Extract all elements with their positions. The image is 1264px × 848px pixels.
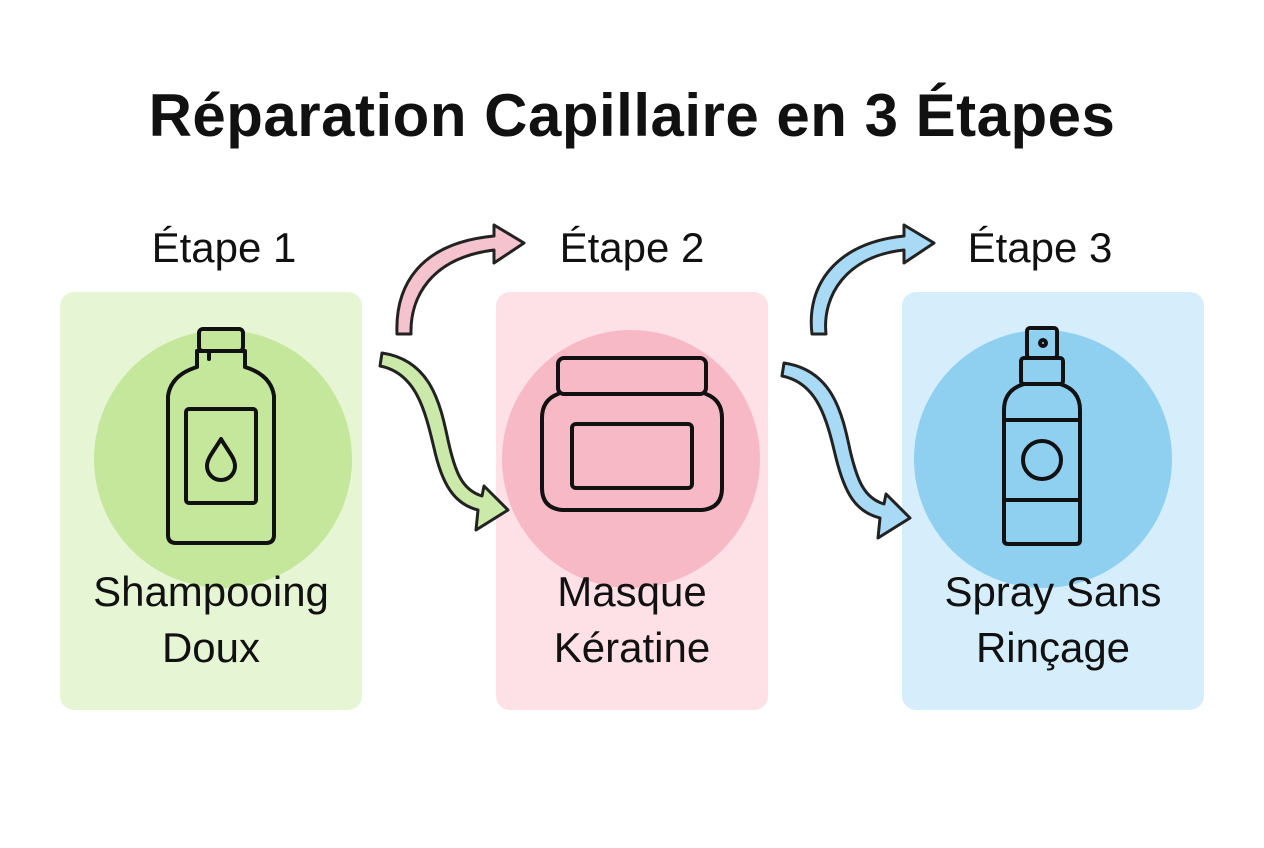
step-1-card: Shampooing Doux — [60, 292, 362, 710]
step-3-name-line2: Rinçage — [975, 624, 1131, 671]
pink-arrow-icon — [395, 223, 526, 336]
step-3-label: Étape 3 — [967, 224, 1113, 271]
step-3-card: Spray Sans Rinçage — [902, 292, 1204, 710]
blue-arrow-icon — [780, 361, 912, 540]
step-2-name-line2: Kératine — [553, 624, 711, 671]
blue-arrow-top-icon — [809, 223, 936, 336]
step-3-name-line1: Spray Sans — [944, 568, 1162, 615]
step-2-name-line1: Masque — [557, 568, 707, 615]
step-2-card: Masque Kératine — [496, 292, 768, 710]
step-1-label: Étape 1 — [151, 224, 297, 271]
page-title: Réparation Capillaire en 3 Étapes — [148, 82, 1116, 149]
step-2-name: Masque Kératine — [496, 564, 768, 676]
keratin-jar-icon — [540, 356, 724, 512]
step-3-name: Spray Sans Rinçage — [902, 564, 1204, 676]
step-2-circle — [502, 330, 760, 588]
step-1-name-line1: Shampooing — [93, 568, 329, 615]
step-1-name: Shampooing Doux — [60, 564, 362, 676]
shampoo-bottle-icon — [166, 327, 276, 545]
step-2-label: Étape 2 — [559, 224, 705, 271]
spray-bottle-icon — [1002, 326, 1082, 546]
green-arrow-icon — [378, 351, 510, 532]
step-1-name-line2: Doux — [161, 624, 261, 671]
